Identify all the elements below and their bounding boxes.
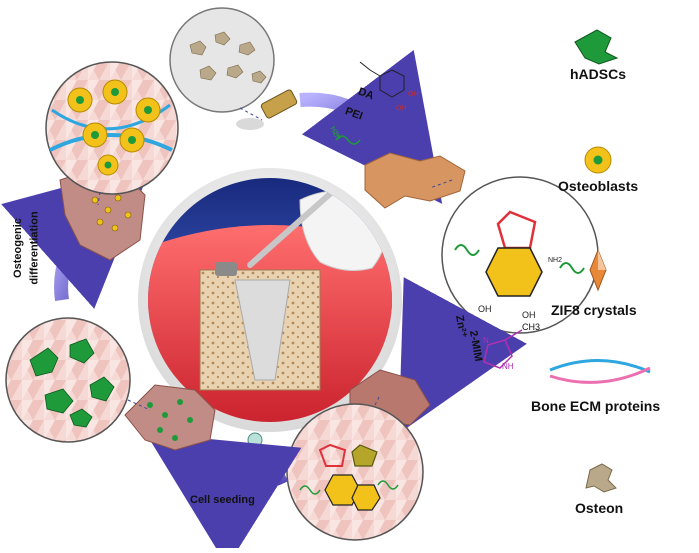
arrow-da-pei [299,49,443,204]
catechol-oh-left: OH [478,304,492,314]
arrow-cell-seeding [145,432,302,553]
dental-implant-illustration [138,168,402,432]
mim-n-label: N [483,336,489,345]
dopamine-structure [359,61,405,98]
catechol-nh2: NH2 [548,257,562,264]
step-nh-label: NH [502,362,514,371]
cell-seeded-scaffold [124,384,216,451]
arrow-zn-mim [398,277,527,434]
osteoblast-inset [45,61,179,206]
hadsc-inset [5,317,151,443]
oh-label-1: OH [408,91,419,98]
legend-hadscs-label: hADSCs [570,66,627,82]
mim-structure [483,329,523,369]
step-cell-seeding-label: Cell seeding [190,494,255,506]
legend-ecm-icon [549,358,651,384]
legend-hadsc-icon [574,29,619,65]
oh-label-2: OH [396,105,407,112]
legend-osteon-label: Osteon [575,500,624,516]
pei-chain [335,135,361,145]
catechol-oh-right: OH [522,310,536,320]
legend-osteoblasts-label: Osteoblasts [558,178,639,194]
zif8-inset [286,394,424,541]
legend-ecm-label: Bone ECM proteins [531,398,661,414]
legend-osteoblast-icon [584,146,612,174]
legend-zif8-label: ZIF8 crystals [551,302,637,318]
osteon-powder-inset [169,7,298,130]
step-ch3-label: CH3 [522,322,541,332]
step-osteogenic-label-2: differentiation [28,211,41,285]
seeding-cells [242,432,276,470]
step-osteogenic-label-1: Osteogenic [11,218,24,278]
legend-zif8-icon [589,248,607,292]
legend-osteon-icon [585,463,617,493]
pda-coated-scaffold [364,152,466,209]
